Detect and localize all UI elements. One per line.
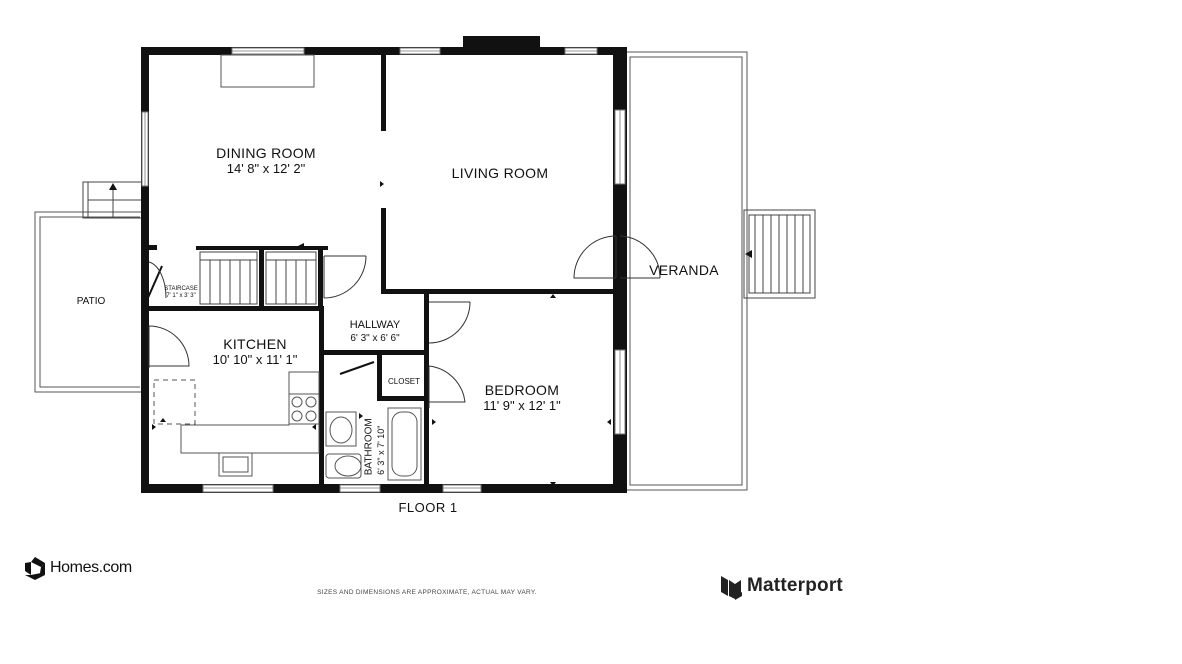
- staircase-label: STAIRCASE: [164, 286, 198, 292]
- patio-steps-arrow-icon: [109, 183, 117, 190]
- patio-outline: [34, 211, 145, 393]
- kitchen-dims: 10' 10" x 11' 1": [212, 352, 298, 367]
- floor-label: FLOOR 1: [398, 500, 458, 515]
- matterport-brand: Matterport: [747, 575, 843, 597]
- staircase-dims: 7' 1" x 3' 3": [166, 293, 196, 299]
- veranda-steps-arrow-icon: [745, 250, 752, 258]
- matterport-wordmark: Matterport: [747, 575, 843, 596]
- veranda-label: VERANDA: [649, 262, 719, 278]
- hallway-label: HALLWAY: [349, 319, 401, 331]
- fireplace-hearth: [220, 54, 315, 88]
- interior-walls: [149, 55, 621, 486]
- patio-label: PATIO: [76, 296, 106, 307]
- kitchen-label: KITCHEN: [223, 336, 287, 352]
- windows: [141, 47, 626, 493]
- bathroom-label: BATHROOM: [363, 418, 375, 476]
- living-room-label: LIVING ROOM: [451, 165, 549, 181]
- veranda-steps: [743, 209, 816, 299]
- staircase-treads: [199, 251, 317, 305]
- kitchen-fixtures: [153, 371, 320, 477]
- dining-room-dims: 14' 8" x 12' 2": [226, 161, 306, 176]
- homes-brand: Homes.com: [50, 559, 132, 577]
- dimension-ticks: [152, 181, 611, 486]
- bathroom-fixtures: [325, 407, 422, 481]
- hallway-dims: 6' 3" x 6' 6": [350, 333, 400, 344]
- dining-room-label: DINING ROOM: [216, 145, 316, 161]
- staircase-arrow-icon: [298, 243, 304, 249]
- homes-logo-icon: [25, 557, 45, 580]
- matterport-logo-icon: [721, 576, 742, 600]
- bedroom-dims: 11' 9" x 12' 1": [483, 398, 561, 413]
- homes-wordmark: Homes.com: [50, 559, 132, 576]
- closet-label: CLOSET: [387, 377, 421, 386]
- bedroom-label: BEDROOM: [484, 382, 560, 398]
- bathroom-dims: 6' 3" x 7' 10": [375, 425, 386, 475]
- disclaimer-text: SIZES AND DIMENSIONS ARE APPROXIMATE, AC…: [317, 589, 537, 596]
- doors: [148, 235, 661, 408]
- stair-side-door: [148, 261, 167, 299]
